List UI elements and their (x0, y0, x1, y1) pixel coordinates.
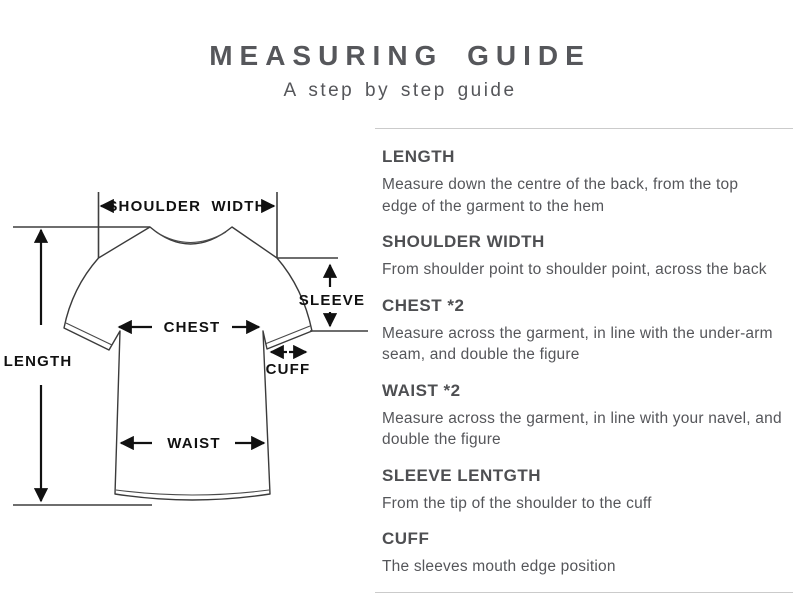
section-body: The sleeves mouth edge position (382, 558, 616, 575)
measurement-guide-lines (13, 192, 368, 506)
label-length: LENGTH (4, 353, 73, 370)
section-heading: WAIST *2 (382, 380, 461, 400)
page-subtitle: A step by step guide (283, 80, 517, 101)
section-body: Measure across the garment, in line with… (382, 324, 773, 364)
page-title: MEASURING GUIDE (209, 40, 591, 71)
divider-bottom (375, 592, 793, 593)
guide-section-length: LENGTH Measure down the centre of the ba… (382, 147, 794, 217)
label-shoulder-width: SHOULDER WIDTH (107, 198, 266, 215)
divider-top (375, 128, 793, 129)
right-cuff-seam (264, 325, 311, 345)
section-body: From the tip of the shoulder to the cuff (382, 494, 652, 512)
section-heading: CHEST *2 (382, 295, 465, 315)
guide-section-cuff: CUFF The sleeves mouth edge position (382, 529, 794, 578)
section-body: Measure down the centre of the back, fro… (382, 176, 739, 215)
tshirt-measurement-diagram: SHOULDER WIDTH LENGTH CHEST SLEEVE CUFF … (4, 192, 368, 506)
section-heading: LENGTH (382, 147, 455, 166)
section-body: Measure across the garment, in line with… (382, 409, 782, 449)
header: MEASURING GUIDE A step by step guide (0, 40, 800, 102)
section-heading: SLEEVE LENTGTH (382, 465, 542, 485)
section-heading: SHOULDER WIDTH (382, 232, 545, 251)
label-waist: WAIST (167, 435, 221, 452)
guide-section-shoulder-width: SHOULDER WIDTH From shoulder point to sh… (382, 232, 794, 281)
hem-seam (115, 489, 270, 496)
tshirt-outline (63, 226, 313, 501)
collar-seam (155, 231, 227, 243)
guide-section-chest: CHEST *2 Measure across the garment, in … (382, 296, 794, 366)
left-cuff-seam (65, 322, 113, 346)
label-chest: CHEST (164, 319, 221, 336)
guide-section-waist: WAIST *2 Measure across the garment, in … (382, 381, 794, 451)
instructions-panel: LENGTH Measure down the centre of the ba… (382, 128, 794, 593)
section-heading: CUFF (382, 529, 430, 548)
guide-section-sleeve-length: SLEEVE LENTGTH From the tip of the shoul… (382, 466, 794, 515)
label-sleeve: SLEEVE (299, 292, 365, 309)
section-body: From shoulder point to shoulder point, a… (382, 261, 767, 278)
label-cuff: CUFF (266, 361, 311, 378)
